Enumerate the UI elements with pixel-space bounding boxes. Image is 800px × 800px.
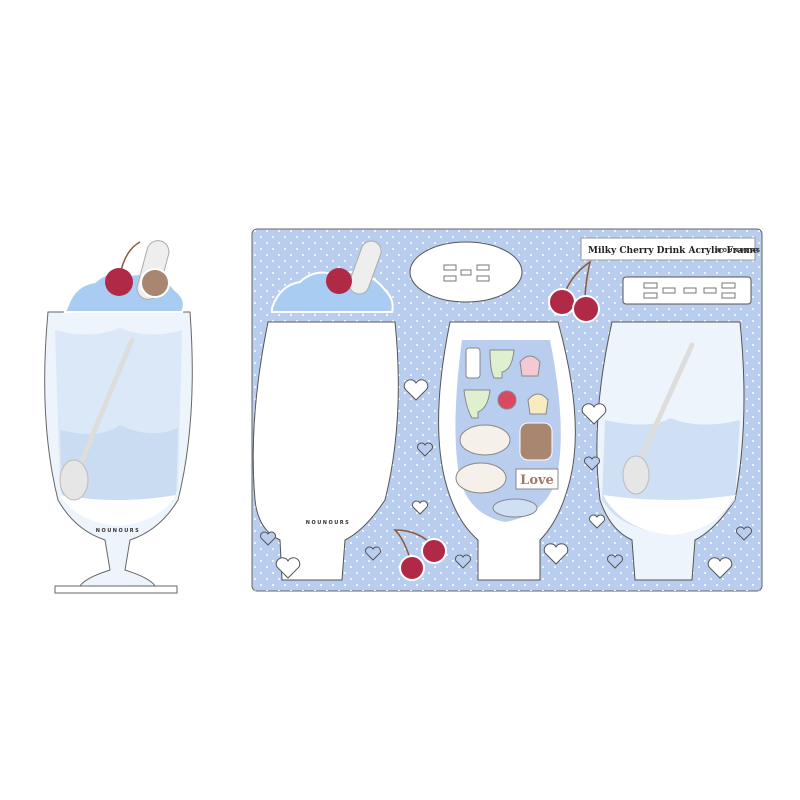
shaved-ice-sticker: [497, 390, 517, 410]
cherry-pair-top: [548, 260, 600, 323]
glass-logo: NOUNOURS: [96, 528, 140, 534]
slots: [443, 264, 490, 282]
oval-base-part: [409, 241, 523, 303]
love-text: Love: [520, 473, 554, 488]
frame-base: [54, 585, 178, 594]
part-logo: NOUNOURS: [306, 520, 350, 526]
spoon-handle: [75, 337, 135, 473]
cupcake-sticker: [519, 355, 541, 377]
product-title: Milky Cherry Drink Acrylic Frame: [588, 246, 759, 256]
spoon-part: [622, 455, 650, 495]
parts-sheet: Milky Cherry Drink Acrylic Frame NOUNOUR…: [251, 228, 763, 592]
tofu-sticker: [492, 498, 538, 518]
heart-icons: [275, 379, 733, 579]
glass-front-part: [252, 321, 399, 581]
cherry: [105, 268, 133, 296]
cherry-part: [326, 268, 352, 294]
small-heart-icons: [260, 442, 752, 569]
dog-sticker: [459, 424, 511, 456]
milk-foam: [60, 495, 176, 526]
milk-bottle-sticker: [465, 347, 481, 379]
bear-sticker: [519, 422, 553, 461]
assembled-frame: NOUNOURS: [44, 240, 193, 594]
cherry-pair-bottom: [393, 529, 447, 581]
spoon-head: [59, 459, 89, 501]
bear-cookie: [140, 268, 170, 298]
brand-logo: NOUNOURS: [717, 248, 761, 254]
love-sticker: [515, 468, 559, 490]
parfait-sticker: [489, 349, 515, 379]
stand-part: [622, 276, 752, 305]
title-label: [580, 237, 756, 261]
